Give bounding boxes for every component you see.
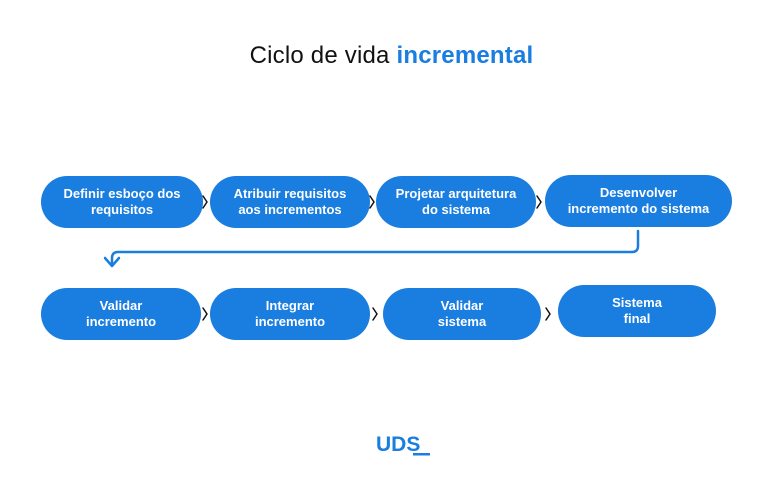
chevron-right-icon (545, 307, 551, 321)
loop-back-arrow-icon (110, 229, 640, 266)
logo-underline (413, 453, 430, 456)
step-design-architecture: Projetar arquitetura do sistema (376, 176, 536, 228)
title-accent: incremental (396, 42, 534, 69)
step-assign-requirements: Atribuir requisitos aos incrementos (210, 176, 370, 228)
step-define-requirements: Definir esboço dos requisitos (41, 176, 203, 228)
diagram-title: Ciclo de vida incremental (0, 42, 783, 70)
logo-text: UDS (376, 433, 420, 456)
chevron-right-icon (369, 195, 375, 209)
step-develop-increment: Desenvolver incremento do sistema (545, 175, 732, 227)
step-integrate-increment: Integrar incremento (210, 288, 370, 340)
chevron-right-icon (536, 195, 542, 209)
title-prefix: Ciclo de vida (249, 42, 397, 69)
chevron-right-icon (202, 307, 208, 321)
uds-logo: UDS (376, 433, 430, 456)
loop-back-arrowhead-icon (103, 256, 121, 268)
chevron-right-icon (202, 195, 208, 209)
step-validate-system: Validar sistema (383, 288, 541, 340)
step-validate-increment: Validar incremento (41, 288, 201, 340)
step-final-system: Sistema final (558, 285, 716, 337)
chevron-right-icon (372, 307, 378, 321)
